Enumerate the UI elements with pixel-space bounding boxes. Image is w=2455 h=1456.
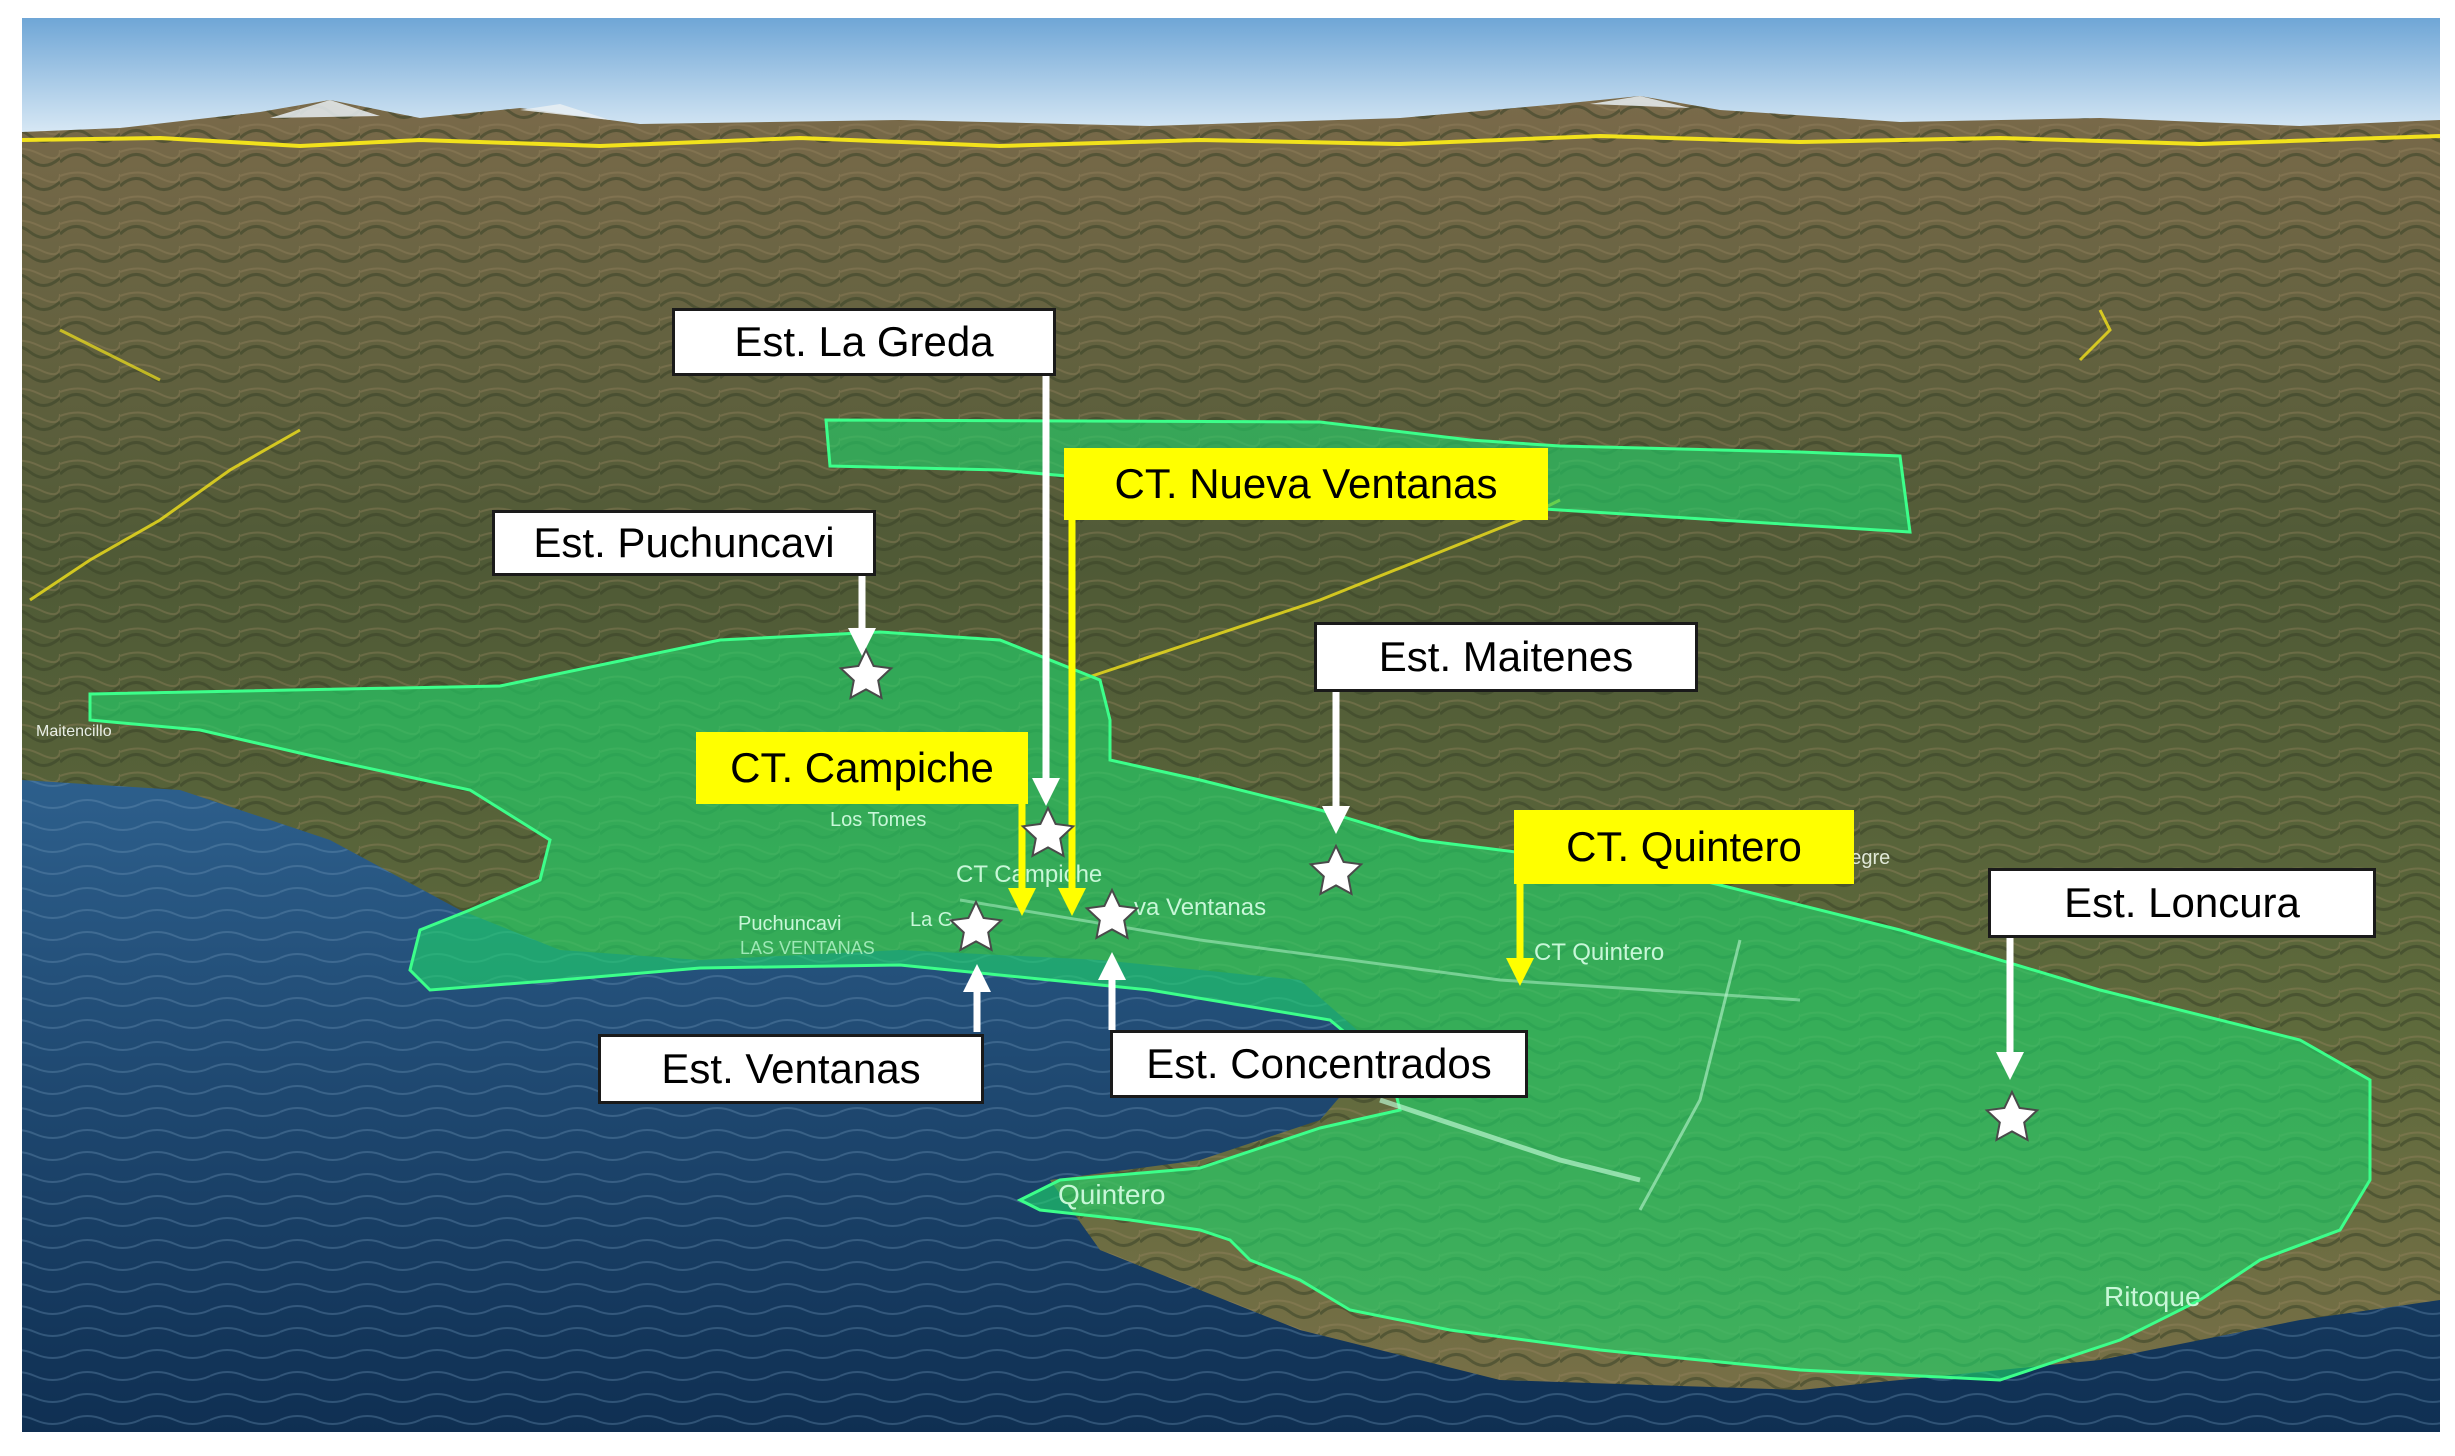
star-icon-ventanas — [948, 899, 1004, 952]
place-label-nueva-ventanas: va Ventanas — [1134, 894, 1266, 921]
arrowhead-concentrados — [1098, 952, 1126, 980]
place-label-los-tomes: Los Tomes — [830, 809, 926, 831]
star-icon-concentrados — [1084, 887, 1140, 940]
callout-quintero: CT. Quintero — [1514, 810, 1854, 884]
star-icon-maitenes — [1308, 843, 1364, 896]
latency-zone-main — [88, 630, 2372, 1382]
arrowhead-la-greda — [1032, 778, 1060, 806]
road-far-left — [59, 328, 161, 382]
callout-la-greda-label: Est. La Greda — [734, 318, 994, 365]
callout-puchuncavi: Est. Puchuncavi — [492, 510, 876, 576]
callout-ventanas: Est. Ventanas — [598, 1034, 984, 1104]
callout-campiche: CT. Campiche — [696, 732, 1028, 804]
callout-concentrados: Est. Concentrados — [1110, 1030, 1528, 1098]
place-label-la-greda: La G — [910, 909, 953, 931]
place-label-quintero: Quintero — [1058, 1179, 1165, 1210]
runway — [1379, 1097, 1641, 1183]
callout-puchuncavi-label: Est. Puchuncavi — [533, 519, 835, 566]
place-label-las-ventanas: LAS VENTANAS — [740, 938, 875, 958]
place-label-ritoque: Ritoque — [2104, 1281, 2201, 1312]
callout-concentrados-label: Est. Concentrados — [1146, 1040, 1492, 1087]
callout-loncura: Est. Loncura — [1988, 868, 2376, 938]
place-label-ct-campiche: CT Campiche — [956, 861, 1102, 888]
callout-ventanas-label: Est. Ventanas — [661, 1045, 921, 1092]
arrowhead-puchuncavi — [848, 628, 876, 656]
arrowhead-quintero — [1506, 958, 1534, 986]
arrowhead-loncura — [1996, 1052, 2024, 1080]
arrowhead-campiche — [1008, 888, 1036, 916]
station-stars — [838, 647, 2040, 1142]
road-right — [2078, 309, 2112, 362]
callout-quintero-label: CT. Quintero — [1566, 823, 1802, 870]
callout-maitenes: Est. Maitenes — [1314, 622, 1698, 692]
arrowhead-ventanas — [963, 964, 991, 992]
road-left — [29, 428, 301, 602]
arrowhead-maitenes — [1322, 806, 1350, 834]
field-road — [1638, 939, 1742, 1211]
star-icon-loncura — [1984, 1089, 2040, 1142]
callout-maitenes-label: Est. Maitenes — [1378, 633, 1634, 680]
callout-nueva-ventanas: CT. Nueva Ventanas — [1064, 448, 1548, 520]
star-icon-la-greda — [1020, 805, 1076, 858]
place-label-puchuncavi: Puchuncavi — [738, 913, 841, 935]
star-icon-puchuncavi — [838, 647, 894, 700]
callout-loncura-label: Est. Loncura — [2064, 879, 2300, 926]
callout-la-greda: Est. La Greda — [672, 308, 1056, 376]
coast-road — [959, 898, 1801, 1002]
place-label-maitencillo: Maitencillo — [36, 723, 112, 740]
crest-road — [21, 133, 2441, 149]
place-label-ct-quintero: CT Quintero — [1534, 939, 1664, 966]
callout-campiche-label: CT. Campiche — [730, 744, 994, 791]
arrowhead-nueva-ventanas — [1058, 888, 1086, 916]
callout-nueva-ventanas-label: CT. Nueva Ventanas — [1114, 460, 1498, 507]
snow-caps — [270, 96, 1690, 120]
